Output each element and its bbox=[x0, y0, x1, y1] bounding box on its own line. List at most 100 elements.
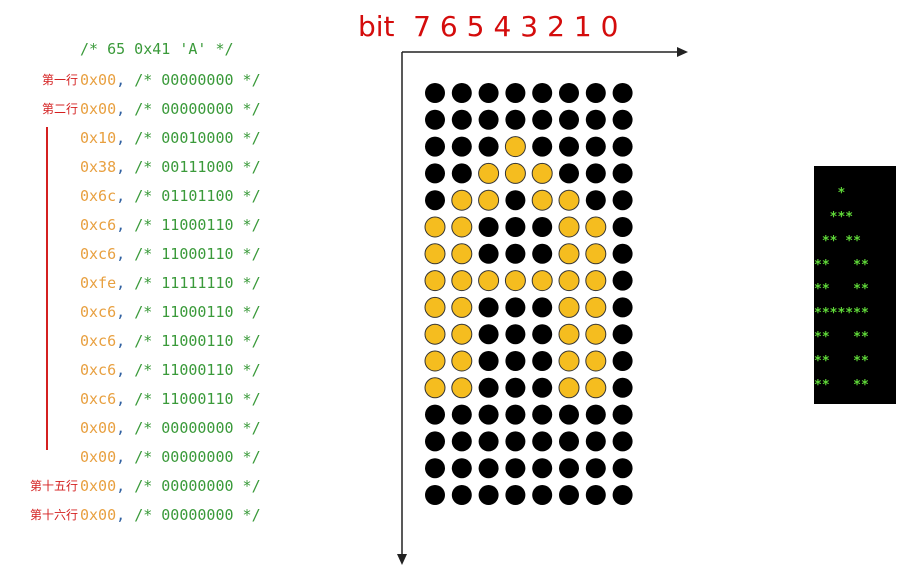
dot-on bbox=[451, 350, 473, 372]
bit-number: 4 bbox=[493, 10, 512, 43]
terminal-line: ** ** bbox=[814, 282, 869, 297]
dot-on bbox=[451, 323, 473, 345]
dot-off bbox=[505, 243, 526, 264]
dot-off bbox=[532, 324, 553, 345]
binary-comment: /* 00010000 */ bbox=[134, 128, 261, 147]
dot-off bbox=[559, 83, 579, 103]
separator: , bbox=[116, 244, 126, 263]
binary-comment: /* 00000000 */ bbox=[134, 447, 261, 466]
terminal-line: ** ** bbox=[814, 354, 869, 369]
dot-off bbox=[612, 217, 633, 237]
dot-off bbox=[478, 297, 499, 318]
separator: , bbox=[116, 331, 126, 350]
dot-off bbox=[451, 404, 472, 425]
dot-off bbox=[559, 109, 579, 130]
dot-on bbox=[424, 270, 446, 292]
separator: , bbox=[116, 360, 126, 379]
separator: , bbox=[116, 157, 126, 176]
dot-grid bbox=[424, 83, 633, 505]
terminal-line: *** bbox=[814, 210, 869, 225]
dot-off bbox=[532, 136, 553, 157]
dot-off bbox=[425, 83, 445, 103]
separator: , bbox=[116, 418, 126, 437]
separator: , bbox=[116, 128, 126, 147]
dot-on bbox=[504, 136, 526, 158]
dot-on bbox=[478, 189, 500, 211]
hex-value: 0x00 bbox=[80, 476, 117, 495]
dot-off bbox=[451, 431, 472, 452]
code-row: 0xc6, /* 11000110 */ bbox=[0, 355, 345, 384]
dot-off bbox=[451, 83, 472, 103]
hex-value: 0x00 bbox=[80, 505, 117, 524]
hex-value: 0xc6 bbox=[80, 331, 117, 350]
dot-off bbox=[478, 377, 499, 398]
terminal-output: * *** ** ** ** **** *********** **** ***… bbox=[814, 166, 896, 404]
hex-value: 0x00 bbox=[80, 99, 117, 118]
dot-on bbox=[424, 296, 446, 318]
dot-off bbox=[612, 190, 633, 211]
dot-off bbox=[505, 351, 526, 371]
separator: , bbox=[116, 476, 126, 495]
dot-on bbox=[531, 270, 553, 292]
row-label: 第二行 bbox=[41, 102, 78, 116]
dot-on bbox=[585, 350, 607, 372]
dot-off bbox=[425, 404, 445, 425]
dot-on bbox=[424, 377, 446, 399]
dot-off bbox=[505, 485, 526, 505]
dot-on bbox=[558, 216, 580, 238]
hex-value: 0xfe bbox=[80, 273, 117, 292]
dot-off bbox=[425, 485, 445, 505]
dot-off bbox=[505, 431, 526, 452]
separator: , bbox=[116, 447, 126, 466]
dot-off bbox=[612, 243, 633, 264]
separator: , bbox=[116, 302, 126, 321]
binary-comment: /* 00000000 */ bbox=[134, 70, 261, 89]
dot-off bbox=[478, 458, 499, 479]
dot-on bbox=[451, 243, 473, 265]
dot-on bbox=[531, 162, 553, 184]
dot-off bbox=[425, 458, 445, 479]
dot-off bbox=[559, 163, 579, 184]
dot-off bbox=[559, 136, 579, 157]
dot-on bbox=[558, 350, 580, 372]
binary-comment: /* 00111000 */ bbox=[134, 157, 261, 176]
row-label: 第十六行 bbox=[29, 508, 78, 522]
code-row: 0xc6, /* 11000110 */ bbox=[0, 384, 345, 413]
dot-off bbox=[559, 458, 579, 479]
binary-comment: /* 01101100 */ bbox=[134, 186, 261, 205]
dot-off bbox=[505, 458, 526, 479]
dot-off bbox=[532, 109, 553, 130]
code-row: 0x10, /* 00010000 */ bbox=[0, 123, 345, 152]
dot-off bbox=[505, 377, 526, 398]
binary-comment: /* 11000110 */ bbox=[134, 302, 261, 321]
dot-off bbox=[532, 297, 553, 318]
dot-off bbox=[505, 297, 526, 318]
dot-on bbox=[478, 270, 500, 292]
row-label: 第一行 bbox=[41, 73, 78, 87]
binary-comment: /* 11000110 */ bbox=[134, 331, 261, 350]
dot-off bbox=[532, 404, 553, 425]
dot-on bbox=[504, 270, 526, 292]
dot-on bbox=[451, 216, 473, 238]
dot-off bbox=[612, 109, 633, 130]
dot-off bbox=[532, 243, 553, 264]
dot-off bbox=[478, 431, 499, 452]
binary-comment: /* 00000000 */ bbox=[134, 476, 261, 495]
dot-on bbox=[558, 377, 580, 399]
separator: , bbox=[116, 273, 126, 292]
dot-off bbox=[532, 83, 553, 103]
row-label: 第十五行 bbox=[29, 479, 78, 493]
hex-value: 0x00 bbox=[80, 70, 117, 89]
hex-value: 0xc6 bbox=[80, 389, 117, 408]
dot-off bbox=[425, 431, 445, 452]
code-row: 0xc6, /* 11000110 */ bbox=[0, 210, 345, 239]
dot-off bbox=[585, 136, 606, 157]
terminal-line: * bbox=[814, 186, 869, 201]
bit-number: 0 bbox=[600, 10, 619, 43]
dot-off bbox=[451, 485, 472, 505]
dot-off bbox=[585, 83, 606, 103]
code-row: 0xfe, /* 11111110 */ bbox=[0, 268, 345, 297]
